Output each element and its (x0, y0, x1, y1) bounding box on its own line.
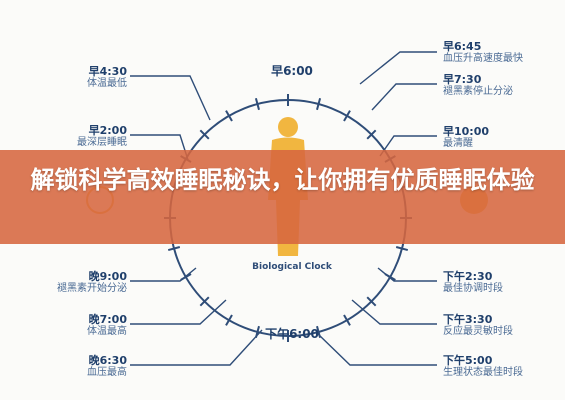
leader-line (377, 267, 437, 282)
label-time: 下午3:30 (443, 313, 493, 326)
title-banner (0, 150, 565, 244)
leader-line (130, 329, 263, 366)
clock-tick (199, 296, 210, 307)
label-time: 下午5:00 (443, 354, 493, 367)
clock-tick (199, 129, 210, 140)
clock-tick (343, 110, 351, 122)
label-desc: 体温最低 (87, 78, 127, 89)
label-left-1: 早4:30 体温最低 (87, 66, 127, 90)
label-desc: 反应最灵敏时段 (443, 326, 513, 337)
label-time: 下午2:30 (443, 270, 493, 283)
leader-line (130, 299, 227, 325)
label-left-5: 晚6:30 血压最高 (87, 355, 127, 379)
label-time: 晚9:00 (88, 270, 127, 283)
clock-caption: Biological Clock (252, 262, 332, 272)
label-desc: 体温最高 (87, 326, 127, 337)
label-desc: 最清醒 (443, 138, 473, 149)
clock-tick (316, 97, 322, 111)
label-desc: 血压升高速度最快 (443, 53, 523, 64)
label-time: 早6:45 (443, 40, 482, 53)
leader-line (351, 299, 437, 325)
label-time: 早10:00 (443, 125, 490, 138)
label-desc: 最深层睡眠 (77, 137, 127, 148)
clock-tick (225, 314, 233, 326)
leader-line (317, 333, 437, 366)
leader-line (371, 83, 437, 111)
label-right-6: 下午5:00 生理状态最佳时段 (443, 355, 523, 379)
clock-top-time: 早6:00 (271, 64, 313, 78)
page-title: 解锁科学高效睡眠秘诀，让你拥有优质睡眠体验 (30, 166, 535, 194)
clock-tick (366, 129, 377, 140)
clock-tick (395, 246, 409, 252)
label-right-4: 下午2:30 最佳协调时段 (443, 271, 503, 295)
clock-tick (254, 97, 260, 111)
label-time: 晚6:30 (88, 354, 127, 367)
label-right-3: 早10:00 最清醒 (443, 126, 489, 150)
label-time: 早4:30 (88, 65, 127, 78)
label-time: 早7:30 (443, 73, 482, 86)
leader-line (130, 75, 211, 121)
clock-tick (343, 314, 351, 326)
label-desc: 最佳协调时段 (443, 283, 503, 294)
label-left-4: 晚7:00 体温最高 (87, 314, 127, 338)
label-right-2: 早7:30 褪黑素停止分泌 (443, 74, 513, 98)
clock-tick (366, 296, 377, 307)
label-desc: 血压最高 (87, 367, 127, 378)
leader-line (379, 135, 437, 157)
label-desc: 生理状态最佳时段 (443, 367, 523, 378)
leader-lines (130, 51, 437, 366)
label-time: 早2:00 (88, 124, 127, 137)
label-left-2: 早2:00 最深层睡眠 (77, 125, 127, 149)
label-left-3: 晚9:00 褪黑素开始分泌 (57, 271, 127, 295)
clock-tick (167, 246, 181, 252)
label-right-1: 早6:45 血压升高速度最快 (443, 41, 523, 65)
clock-bottom-time: 下午6:00 (265, 327, 319, 341)
label-right-5: 下午3:30 反应最灵敏时段 (443, 314, 513, 338)
label-desc: 褪黑素停止分泌 (443, 86, 513, 97)
clock-tick (225, 110, 233, 122)
leader-line (359, 51, 437, 85)
label-time: 晚7:00 (88, 313, 127, 326)
leader-line (130, 267, 197, 282)
label-desc: 褪黑素开始分泌 (57, 283, 127, 294)
